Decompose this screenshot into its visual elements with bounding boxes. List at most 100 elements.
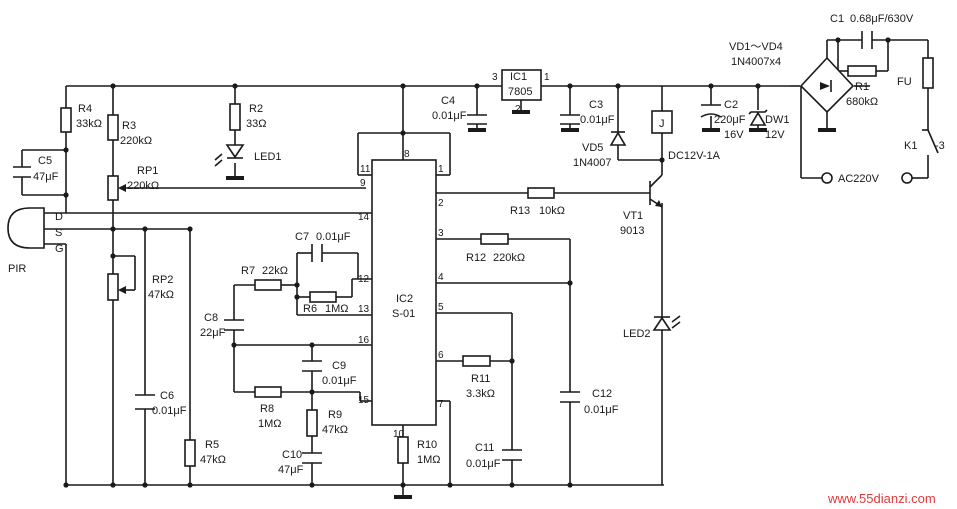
label-c6-value: 0.01μF xyxy=(152,405,187,417)
label-c4-value: 0.01μF xyxy=(432,110,467,122)
label-rp1-ref: RP1 xyxy=(137,165,158,177)
ic2-pin-12: 12 xyxy=(358,274,370,285)
label-pir-pin-s: S xyxy=(55,227,62,239)
resistors xyxy=(60,57,934,467)
ic2-pin-2: 2 xyxy=(438,198,444,209)
k1-switch xyxy=(922,129,939,154)
label-dw1-ref: DW1 xyxy=(765,114,789,126)
ic2-pin-14: 14 xyxy=(358,212,370,223)
label-r6-ref: R6 xyxy=(303,303,317,315)
label-vt1-ref: VT1 xyxy=(623,210,643,222)
label-ic1-pin-in: 3 xyxy=(492,72,498,83)
label-r11-ref: R11 xyxy=(471,373,490,385)
label-relay-part: DC12V-1A xyxy=(668,150,721,162)
label-c8-ref: C8 xyxy=(204,312,218,324)
resistor-r12 xyxy=(480,233,509,245)
label-r12-value: 220kΩ xyxy=(493,252,525,264)
label-c5-ref: C5 xyxy=(38,155,52,167)
label-pir-pin-g: G xyxy=(55,243,64,255)
label-vt1-part: 9013 xyxy=(620,225,644,237)
label-c3-value: 0.01μF xyxy=(580,114,615,126)
ic2-chip xyxy=(371,159,437,426)
label-c5-value: 47μF xyxy=(33,171,59,183)
label-vd5-ref: VD5 xyxy=(582,142,603,154)
resistor-rp1 xyxy=(107,175,119,201)
label-r1-value: 680kΩ xyxy=(846,96,878,108)
ic2-pin-15: 15 xyxy=(358,395,370,406)
led2-symbol xyxy=(652,315,681,345)
ic2-pin-7: 7 xyxy=(438,399,444,410)
label-r2-value: 33Ω xyxy=(246,118,266,130)
label-c11-ref: C11 xyxy=(475,442,494,454)
label-c1-ref: C1 xyxy=(830,13,844,25)
ground-symbols xyxy=(226,110,836,499)
label-pir-ref: PIR xyxy=(8,263,26,275)
capacitors xyxy=(13,31,873,464)
resistor-r1 xyxy=(847,65,877,77)
ic2-pin-8: 8 xyxy=(404,149,410,160)
label-r3-ref: R3 xyxy=(122,120,136,132)
label-ic1-part: 7805 xyxy=(508,86,532,98)
label-r1-ref: R1 xyxy=(855,81,869,93)
label-r9-value: 47kΩ xyxy=(322,424,348,436)
label-r8-ref: R8 xyxy=(260,403,274,415)
label-r3-value: 220kΩ xyxy=(120,135,152,147)
label-c9-value: 0.01μF xyxy=(322,375,357,387)
resistor-r2 xyxy=(229,103,241,131)
ic2-pin-1: 1 xyxy=(438,164,444,175)
label-r11-value: 3.3kΩ xyxy=(466,388,495,400)
fuse-fu xyxy=(922,57,934,89)
ic2-pin-3: 3 xyxy=(438,228,444,239)
resistor-r5 xyxy=(184,439,196,467)
label-ic2-ref: IC2 xyxy=(396,293,413,305)
label-rp2-ref: RP2 xyxy=(152,274,173,286)
resistor-rp2 xyxy=(107,273,119,301)
label-c8-value: 22μF xyxy=(200,327,226,339)
label-c12-value: 0.01μF xyxy=(584,404,619,416)
resistor-r10 xyxy=(397,436,409,464)
label-rp1-value: 220kΩ xyxy=(127,180,159,192)
label-c11-value: 0.01μF xyxy=(466,458,501,470)
label-c4-ref: C4 xyxy=(441,95,455,107)
label-c2-ref: C2 xyxy=(724,99,738,111)
label-r13-ref: R13 xyxy=(510,205,530,217)
pir-sensor xyxy=(7,207,66,249)
label-bridge-ref: VD1～VD4 xyxy=(729,41,783,53)
label-c12-ref: C12 xyxy=(592,388,612,400)
relay-coil xyxy=(651,110,673,134)
label-r2-ref: R2 xyxy=(249,103,263,115)
label-r4-value: 33kΩ xyxy=(76,118,102,130)
ic2-pin-4: 4 xyxy=(438,272,444,283)
label-ic1-ref: IC1 xyxy=(510,71,527,83)
label-r8-value: 1MΩ xyxy=(258,418,282,430)
label-mains: AC220V xyxy=(838,173,880,185)
label-r12-ref: R12 xyxy=(466,252,486,264)
label-r6-value: 1MΩ xyxy=(325,303,349,315)
label-fuse-ref: FU xyxy=(897,76,912,88)
label-relay-ref: J xyxy=(659,118,665,130)
label-ic2-part: S-01 xyxy=(392,308,415,320)
ic2-pin-13: 13 xyxy=(358,304,370,315)
resistor-r9 xyxy=(306,409,318,437)
resistor-r3 xyxy=(107,114,119,141)
label-r7-ref: R7 xyxy=(241,265,255,277)
label-r7-value: 22kΩ xyxy=(262,265,288,277)
resistor-r6 xyxy=(309,291,337,303)
ic2-pin-6: 6 xyxy=(438,350,444,361)
label-r10-ref: R10 xyxy=(417,439,437,451)
ic2-pin-16: 16 xyxy=(358,335,370,346)
label-ic1-pin-out: 1 xyxy=(544,72,550,83)
label-led1-ref: LED1 xyxy=(254,151,282,163)
label-ic1-pin-gnd: 2 xyxy=(515,104,521,115)
labels: R4 33kΩ R3 220kΩ C5 47μF RP1 220kΩ R2 33… xyxy=(8,13,945,506)
label-c6-ref: C6 xyxy=(160,390,174,402)
label-rp2-value: 47kΩ xyxy=(148,289,174,301)
label-vd5-part: 1N4007 xyxy=(573,157,612,169)
label-c3-ref: C3 xyxy=(589,99,603,111)
dw1-zener xyxy=(748,109,768,126)
label-bridge-part: 1N4007x4 xyxy=(731,56,781,68)
label-switch-ref: K1 xyxy=(904,140,917,152)
resistor-r4 xyxy=(60,107,72,133)
watermark: www.55dianzi.com xyxy=(827,491,936,506)
label-c2-rating: 16V xyxy=(724,129,744,141)
